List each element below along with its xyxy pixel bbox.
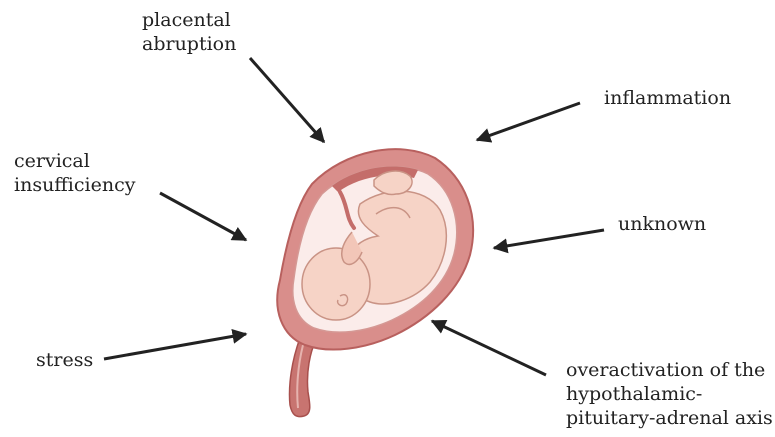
fetus-head xyxy=(302,248,370,320)
label-placental-abruption-line-1: placental xyxy=(142,8,236,32)
label-hpa-overactivation-line-2: hypothalamic- xyxy=(566,382,773,406)
label-cervical-insufficiency-line-2: insufficiency xyxy=(14,173,135,197)
arrow-stress xyxy=(104,334,246,359)
label-stress: stress xyxy=(36,348,93,372)
label-cervical-insufficiency: cervical insufficiency xyxy=(14,149,135,197)
label-unknown-line-1: unknown xyxy=(618,212,706,236)
arrow-cervical-insufficiency xyxy=(160,193,246,240)
arrow-hpa-overactivation xyxy=(432,321,546,375)
arrow-inflammation xyxy=(477,103,580,140)
label-inflammation: inflammation xyxy=(604,86,731,110)
label-hpa-overactivation-line-3: pituitary-adrenal axis xyxy=(566,406,773,430)
label-unknown: unknown xyxy=(618,212,706,236)
label-hpa-overactivation-line-1: overactivation of the xyxy=(566,358,773,382)
label-hpa-overactivation: overactivation of the hypothalamic- pitu… xyxy=(566,358,773,430)
arrow-placental-abruption xyxy=(250,58,324,142)
uterus-fetus-illustration xyxy=(277,149,473,416)
label-inflammation-line-1: inflammation xyxy=(604,86,731,110)
fetus-leg xyxy=(374,171,412,194)
label-stress-line-1: stress xyxy=(36,348,93,372)
arrow-unknown xyxy=(494,230,604,248)
label-placental-abruption: placental abruption xyxy=(142,8,236,56)
label-cervical-insufficiency-line-1: cervical xyxy=(14,149,135,173)
label-placental-abruption-line-2: abruption xyxy=(142,32,236,56)
